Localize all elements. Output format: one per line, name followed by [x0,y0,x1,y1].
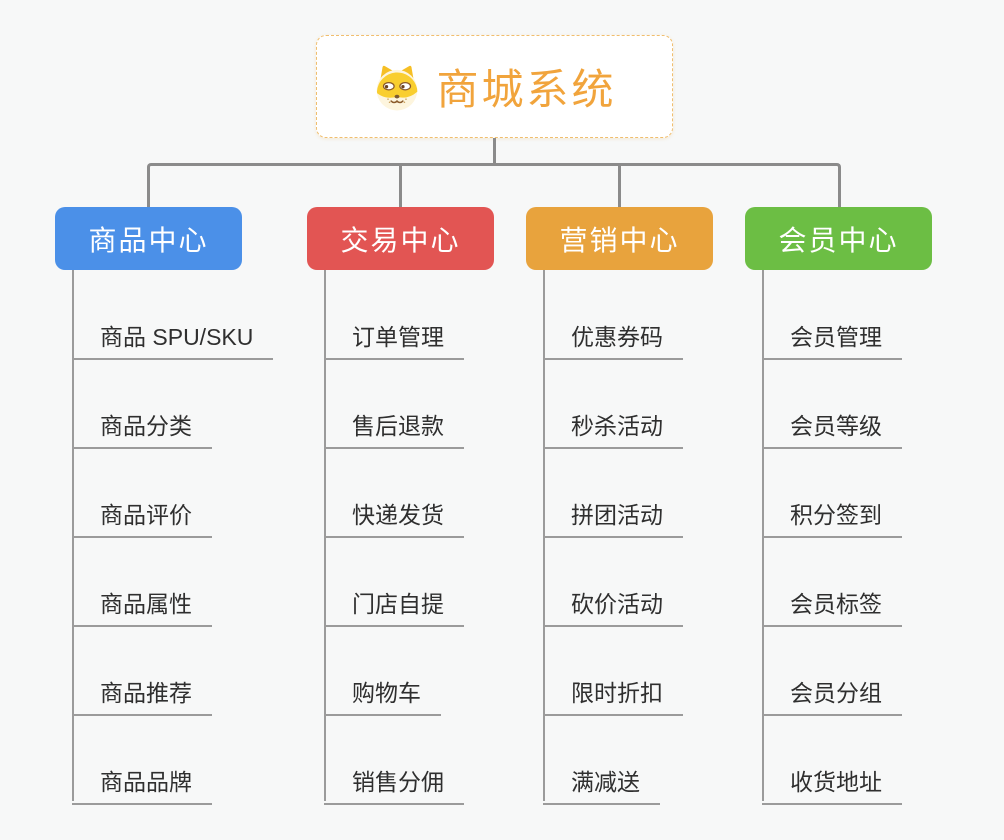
branch-node-members[interactable]: 会员中心 [745,207,932,270]
column-line [72,270,74,801]
leaf-node[interactable]: 商品属性 [72,583,212,627]
leaf-node[interactable]: 商品评价 [72,494,212,538]
leaf-node[interactable]: 秒杀活动 [543,405,683,449]
column-line [762,270,764,801]
branch-label: 交易中心 [340,224,461,256]
root-node[interactable]: 商城系统 [316,35,673,138]
leaf-node[interactable]: 满减送 [543,761,660,805]
leaf-node[interactable]: 积分签到 [762,494,902,538]
leaf-node[interactable]: 商品 SPU/SKU [72,316,274,360]
branch-node-trade[interactable]: 交易中心 [307,207,494,270]
branch-drop-line-3 [618,166,621,208]
leaf-node[interactable]: 会员标签 [762,583,902,627]
root-title: 商城系统 [436,66,617,113]
leaf-node[interactable]: 商品推荐 [72,672,212,716]
leaf-node[interactable]: 收货地址 [762,761,902,805]
leaf-node[interactable]: 会员等级 [762,405,902,449]
leaf-node[interactable]: 购物车 [324,672,441,716]
leaf-node[interactable]: 商品品牌 [72,761,212,805]
branch-label: 营销中心 [559,224,680,256]
leaf-node[interactable]: 拼团活动 [543,494,683,538]
branch-node-products[interactable]: 商品中心 [55,207,242,270]
branch-drop-line-2 [399,166,402,208]
leaf-node[interactable]: 快递发货 [324,494,464,538]
leaf-node[interactable]: 优惠券码 [543,316,683,360]
leaf-node[interactable]: 门店自提 [324,583,464,627]
leaf-node[interactable]: 订单管理 [324,316,464,360]
leaf-node[interactable]: 砍价活动 [543,583,683,627]
column-line [324,270,326,801]
branch-connector-frame [147,163,841,208]
branch-label: 会员中心 [778,224,899,256]
leaf-node[interactable]: 售后退款 [324,405,464,449]
column-line [543,270,545,801]
branch-label: 商品中心 [88,224,209,256]
branch-node-marketing[interactable]: 营销中心 [526,207,713,270]
root-stub-line [493,138,496,164]
leaf-node[interactable]: 会员管理 [762,316,902,360]
leaf-node[interactable]: 商品分类 [72,405,212,449]
doge-face-icon [377,65,418,110]
leaf-node[interactable]: 会员分组 [762,672,902,716]
leaf-node[interactable]: 销售分佣 [324,761,464,805]
leaf-node[interactable]: 限时折扣 [543,672,683,716]
